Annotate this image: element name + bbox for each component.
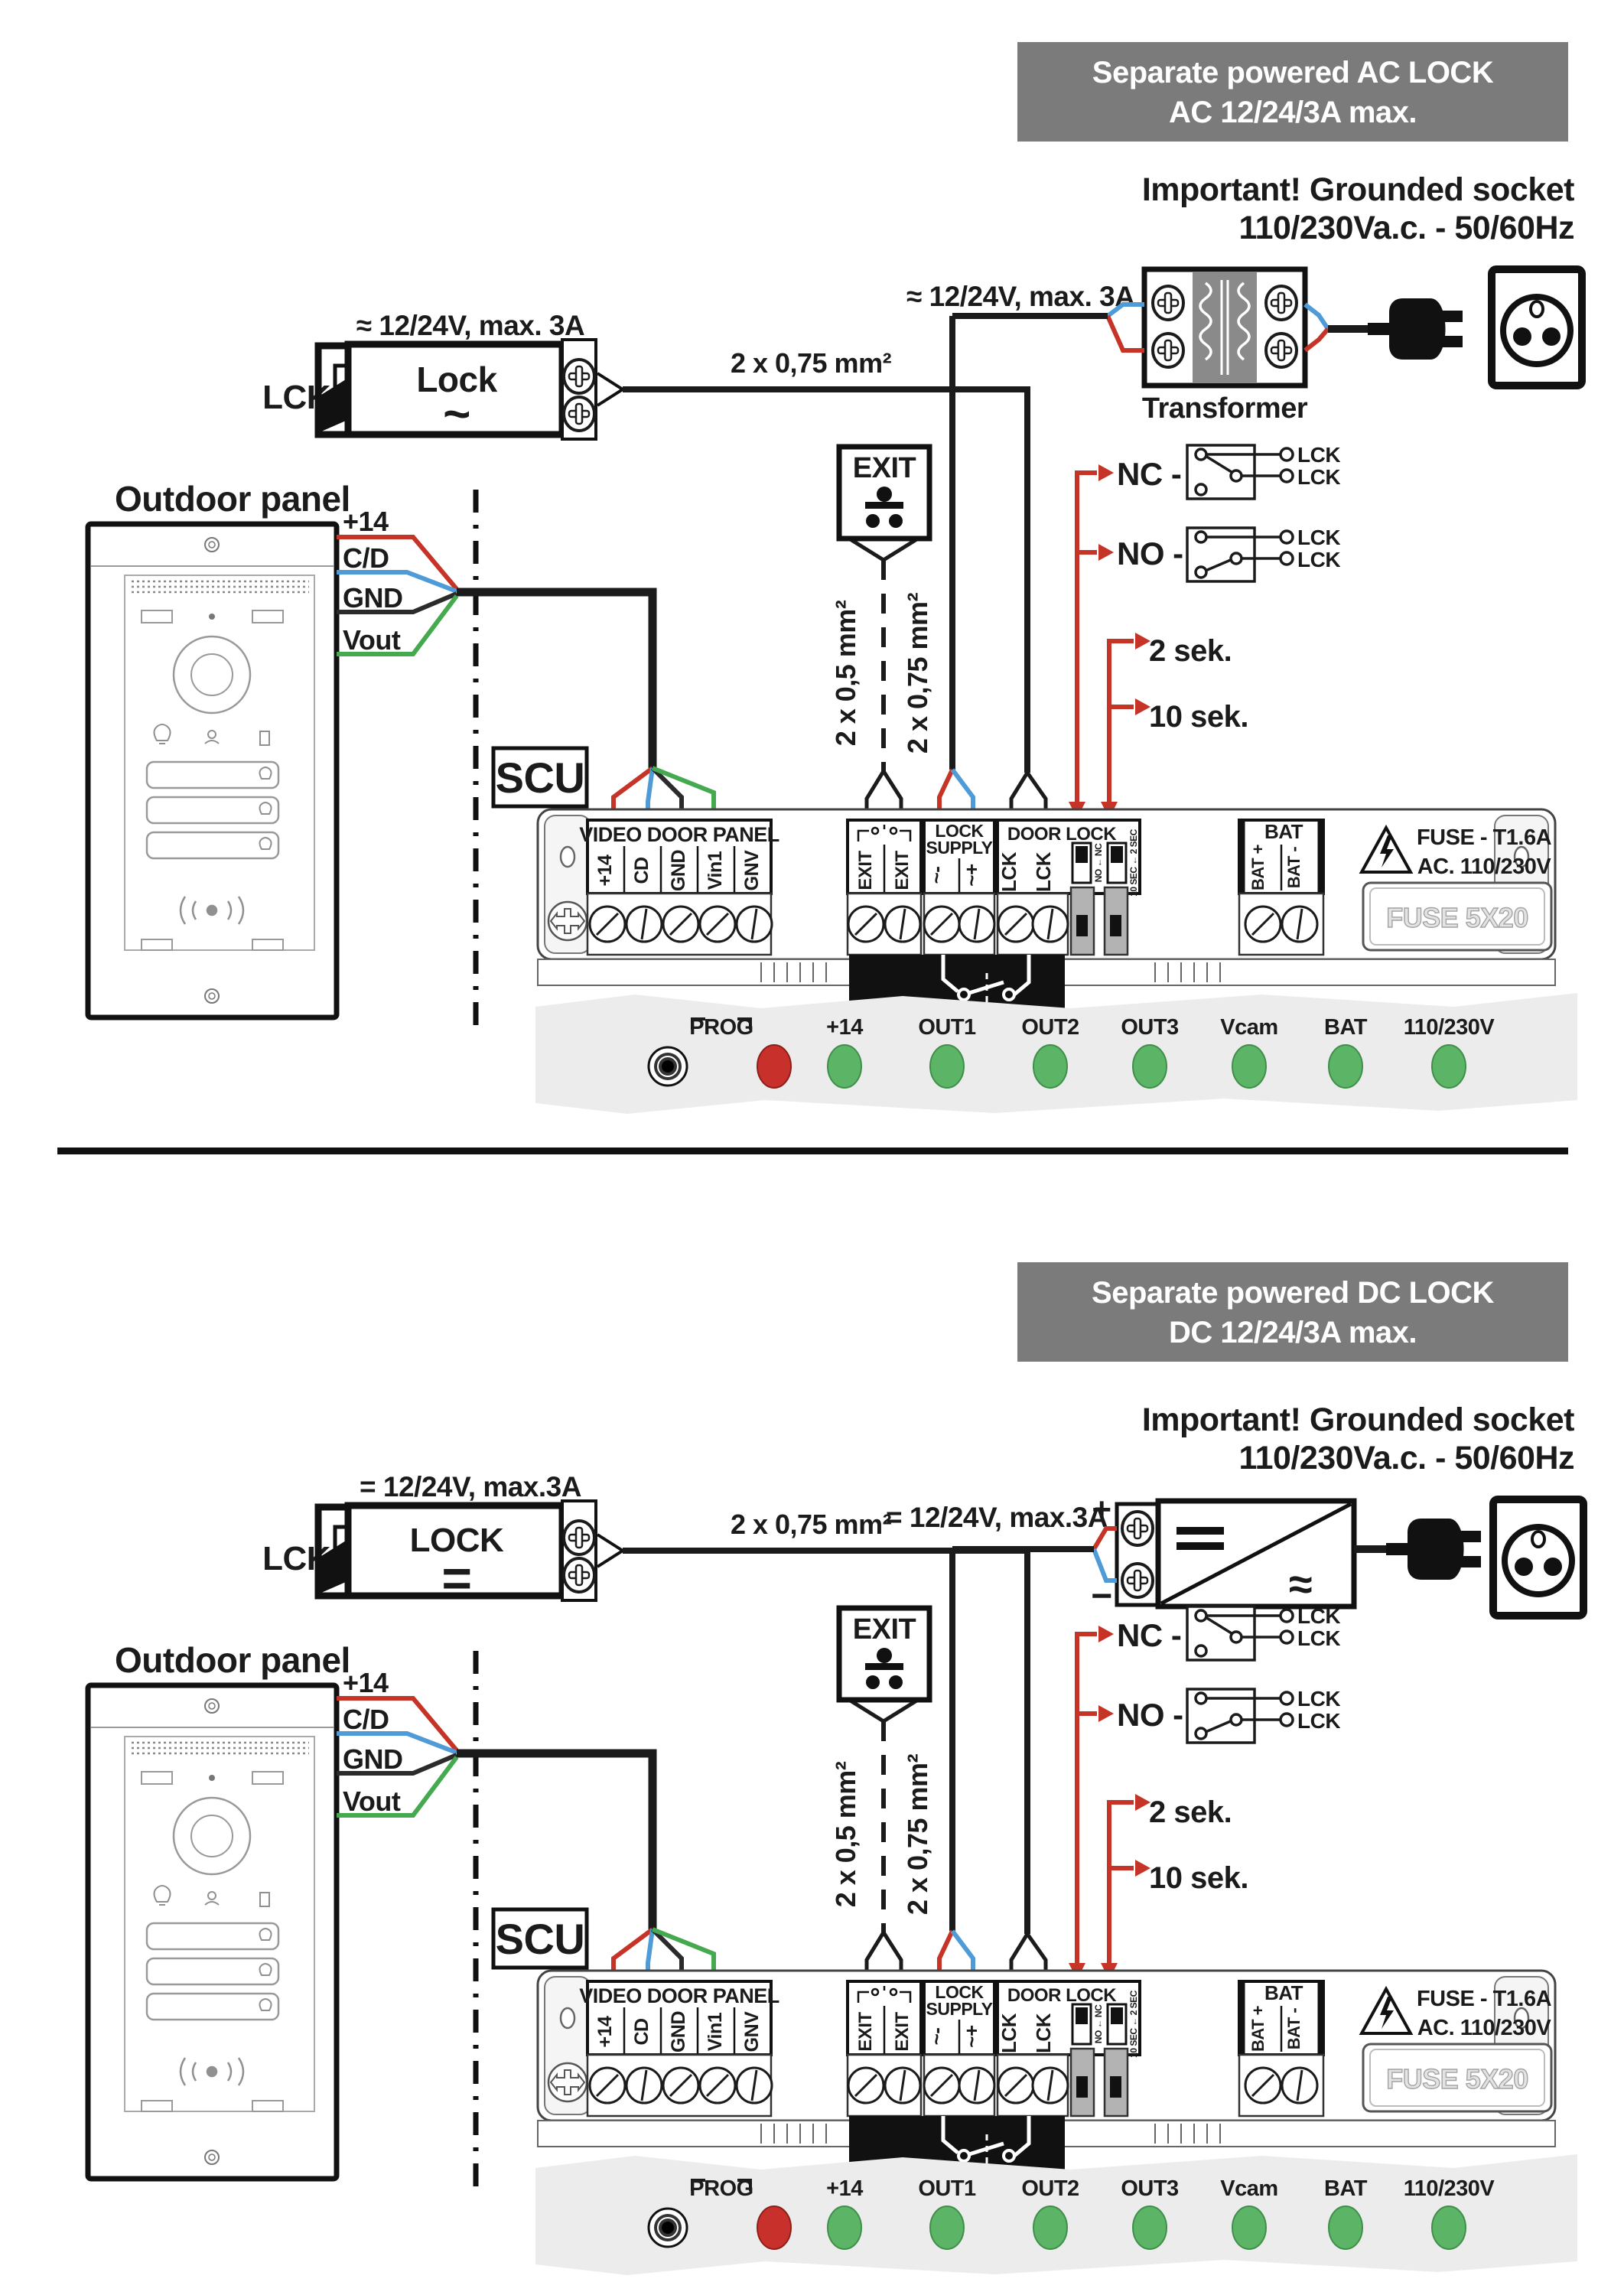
banner-title: Separate powered DC LOCK bbox=[1092, 1276, 1495, 1310]
lock-title: LOCK bbox=[410, 1522, 504, 1559]
grounding-note: 110/230Va.c. - 50/60Hz bbox=[1239, 1440, 1574, 1476]
secondary-winding-icon bbox=[1237, 282, 1251, 361]
dc-symbol: = bbox=[441, 1549, 471, 1607]
banner-title: Separate powered AC LOCK bbox=[1092, 56, 1494, 90]
important-note: Important! Grounded socket bbox=[1142, 1401, 1574, 1438]
ac-section: Separate powered AC LOCK AC 12/24/3A max… bbox=[88, 42, 1582, 1114]
plus-terminal-label: + bbox=[1092, 1491, 1111, 1528]
important-note: Important! Grounded socket bbox=[1142, 171, 1574, 208]
lock-title: Lock bbox=[416, 360, 497, 399]
lock-voltage-label: = 12/24V, max.3A bbox=[360, 1471, 581, 1502]
transformer-label: Transformer bbox=[1142, 392, 1308, 425]
primary-winding-icon bbox=[1199, 282, 1212, 361]
psu-voltage-label: = 12/24V, max.3A bbox=[886, 1502, 1108, 1533]
ac-symbol: ~ bbox=[443, 388, 470, 441]
section-divider bbox=[57, 1148, 1568, 1154]
dc-power-supply: ≈ bbox=[1115, 1498, 1357, 1610]
transformer bbox=[1141, 266, 1308, 389]
grounding-note: 110/230Va.c. - 50/60Hz bbox=[1239, 210, 1574, 246]
banner-subtitle: AC 12/24/3A max. bbox=[1169, 96, 1417, 129]
converter-diagonal bbox=[1160, 1502, 1352, 1606]
ac-wave-symbol: ≈ bbox=[1289, 1560, 1312, 1608]
section-banner bbox=[1017, 1262, 1568, 1362]
section-banner bbox=[1017, 42, 1568, 142]
psu-voltage-label: ≈ 12/24V, max. 3A bbox=[906, 281, 1134, 312]
banner-subtitle: DC 12/24/3A max. bbox=[1169, 1316, 1417, 1349]
lock-voltage-label: ≈ 12/24V, max. 3A bbox=[356, 310, 584, 341]
dc-section: Separate powered DC LOCK DC 12/24/3A max… bbox=[88, 1262, 1583, 2275]
